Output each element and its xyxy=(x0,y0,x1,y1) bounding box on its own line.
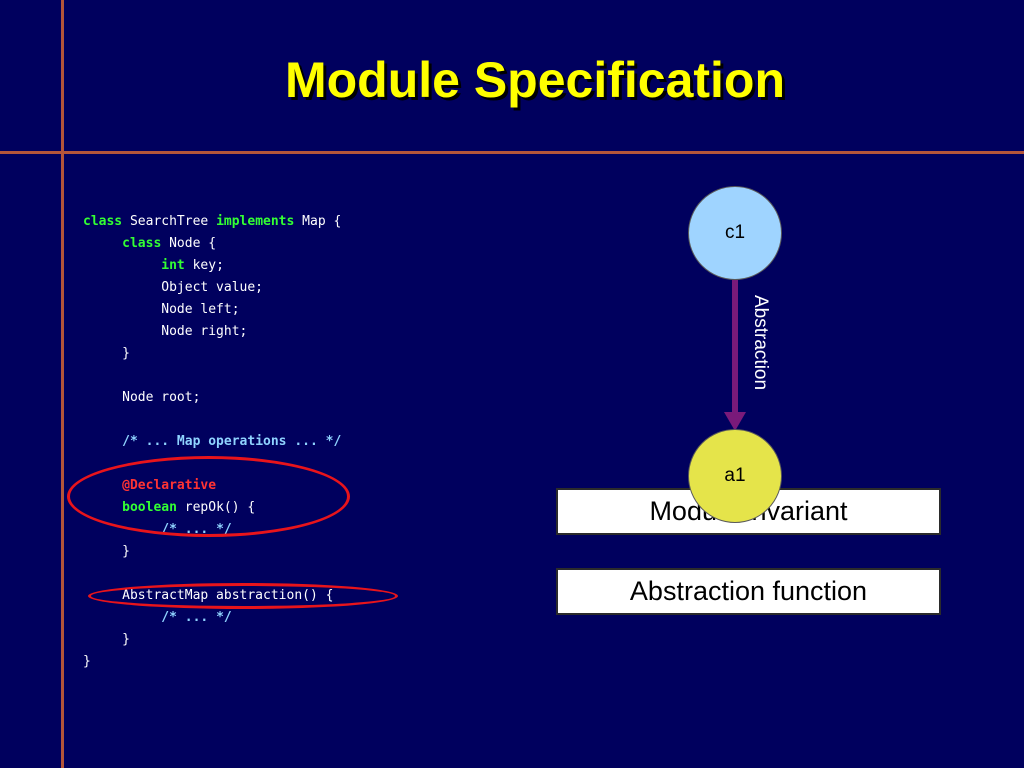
code-token: /* ... Map operations ... */ xyxy=(122,434,342,449)
node-c1: c1 xyxy=(688,186,782,280)
code-token: Node root; xyxy=(83,390,201,405)
code-token: } xyxy=(83,544,130,559)
code-line: Node left; xyxy=(83,299,341,321)
code-token: implements xyxy=(216,214,295,229)
code-line: Node root; xyxy=(83,387,341,409)
frame-horizontal-line xyxy=(0,151,1024,154)
highlight-ellipse-abstraction xyxy=(88,583,398,609)
code-line: } xyxy=(83,343,341,365)
code-token: key; xyxy=(184,258,224,273)
code-line: int key; xyxy=(83,255,341,277)
code-line: } xyxy=(83,651,341,673)
code-line: class SearchTree implements Map { xyxy=(83,211,341,233)
abstraction-function-box: Abstraction function xyxy=(556,568,941,615)
abstraction-edge-label: Abstraction xyxy=(750,295,771,391)
code-token: class xyxy=(83,214,123,229)
code-line: /* ... Map operations ... */ xyxy=(83,431,341,453)
code-line: /* ... */ xyxy=(83,607,341,629)
abstraction-arrow-head xyxy=(724,412,746,431)
code-token: Node { xyxy=(161,236,217,251)
frame-vertical-line xyxy=(61,0,64,768)
highlight-ellipse-repok xyxy=(67,456,350,537)
code-token: class xyxy=(122,236,162,251)
code-token: /* ... */ xyxy=(161,610,232,625)
code-token: Node left; xyxy=(83,302,240,317)
code-line: } xyxy=(83,629,341,651)
code-token: Node right; xyxy=(83,324,248,339)
code-token: } xyxy=(83,346,130,361)
code-token: Map { xyxy=(294,214,342,229)
code-token: Object value; xyxy=(83,280,264,295)
code-token: } xyxy=(83,654,91,669)
code-token: int xyxy=(161,258,185,273)
code-line: Object value; xyxy=(83,277,341,299)
code-token: } xyxy=(83,632,130,647)
code-line: Node right; xyxy=(83,321,341,343)
node-a1: a1 xyxy=(688,429,782,523)
code-line: class Node { xyxy=(83,233,341,255)
code-token: SearchTree xyxy=(122,214,217,229)
slide-title: Module Specification xyxy=(284,52,786,108)
code-line: } xyxy=(83,541,341,563)
